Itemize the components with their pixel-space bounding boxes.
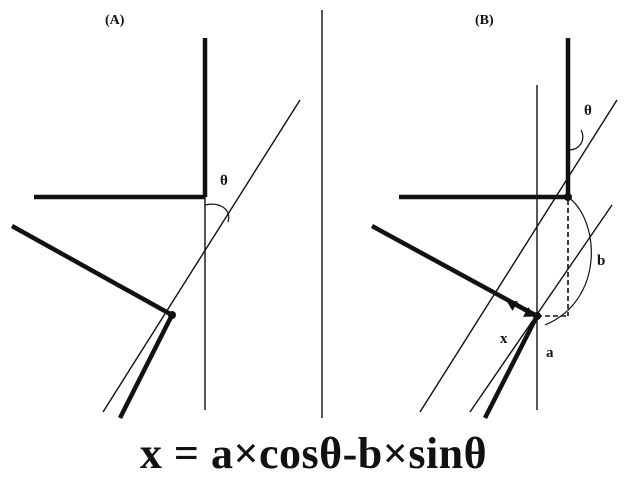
panel-a-lower-arm-upper xyxy=(10,224,174,317)
panel-b-diagonal-line-upper xyxy=(419,99,618,413)
panel-a-joint xyxy=(168,311,176,319)
panel-b-label: (B) xyxy=(475,13,494,28)
panel-a-label: (A) xyxy=(105,13,125,28)
panel-a-theta-label: θ xyxy=(220,173,228,189)
panel-b-diagonal-line-lower xyxy=(469,204,613,413)
panel-b-x-arrow xyxy=(506,301,535,317)
panel-a: (A) θ xyxy=(10,13,301,420)
panel-b-x-label: x xyxy=(500,331,508,347)
panel-a-lower-arm-lower xyxy=(117,313,175,420)
formula-equation: x = a×cosθ-b×sinθ xyxy=(139,429,488,478)
panel-b-theta-arc xyxy=(567,129,584,151)
panel-b-lower-arm-lower xyxy=(482,314,540,420)
panel-b-a-label: a xyxy=(546,345,554,361)
panel-b-theta-label: θ xyxy=(584,103,592,119)
panel-a-diagonal-line xyxy=(102,99,301,413)
panel-b-lower-arm-upper xyxy=(370,224,539,318)
panel-b-b-label: b xyxy=(597,253,605,269)
panel-a-theta-arc xyxy=(204,203,230,223)
panel-b-b-brace xyxy=(544,196,592,326)
panel-b: (B) θ b a x xyxy=(370,13,618,420)
